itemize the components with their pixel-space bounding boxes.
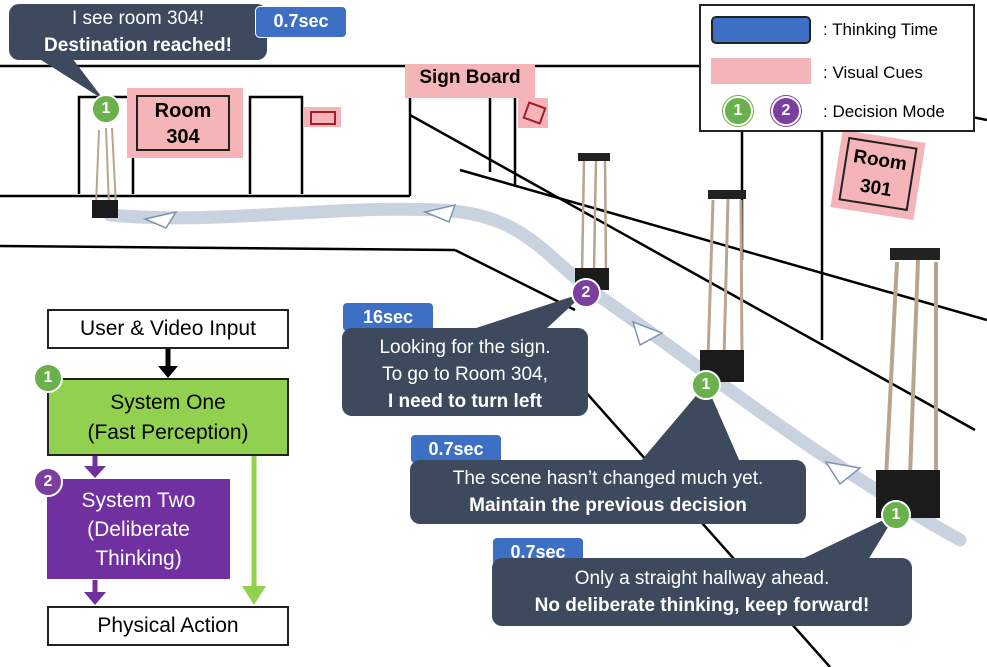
flow-system-one-line2: (Fast Perception) [87, 421, 249, 444]
bubble-turn-left: Looking for the sign. To go to Room 304,… [342, 328, 588, 416]
robot-4 [876, 248, 940, 518]
bubble-destination: I see room 304! Destination reached! [9, 4, 267, 60]
bubble-tails [38, 58, 896, 560]
bubble-maintain-line2: Maintain the previous decision [469, 495, 747, 516]
legend-mode-label: : Decision Mode [823, 102, 945, 121]
bubble-keep-forward: Only a straight hallway ahead. No delibe… [492, 558, 912, 626]
visual-cue-small-sign [518, 98, 548, 128]
robot-path [103, 202, 967, 547]
robot-2 [575, 153, 610, 290]
bubble-destination-line1: I see room 304! [71, 8, 205, 29]
flow-badge-one: 1 [33, 363, 63, 393]
flow-arrows [84, 348, 266, 605]
flow-output-label: Physical Action [97, 614, 239, 637]
flow-input-label: User & Video Input [80, 317, 256, 340]
bubble-maintain: The scene hasn’t changed much yet. Maint… [410, 460, 806, 524]
sign-room-301: Room 301 [838, 136, 918, 212]
bubble-turn-left-line1: Looking for the sign. [379, 337, 551, 358]
flow-badge-two: 2 [33, 467, 63, 497]
legend-thinking-label: : Thinking Time [823, 20, 938, 39]
flow-system-two-box: System Two (Deliberate Thinking) [47, 479, 230, 579]
flow-output-box: Physical Action [47, 606, 289, 646]
small-sign-door [310, 111, 336, 125]
path-arrows [142, 203, 862, 486]
sign-board-label: Sign Board [419, 67, 521, 88]
mode-badge-destination: 1 [91, 94, 121, 124]
legend: : Thinking Time : Visual Cues 1 2 : Deci… [699, 4, 975, 132]
time-badge-destination: 0.7sec [255, 6, 347, 38]
time-badge-maintain: 0.7sec [410, 434, 502, 464]
mode-badge-keep-forward: 1 [881, 500, 911, 530]
legend-cue-swatch [711, 58, 811, 84]
flow-system-two-line3: Thinking) [95, 547, 182, 570]
robot-3 [700, 190, 746, 382]
flow-system-one-line1: System One [110, 391, 226, 414]
flow-system-two-line1: System Two [81, 489, 196, 512]
mode-badge-turn-left: 2 [571, 278, 601, 308]
visual-cue-room304 [127, 88, 243, 158]
bubble-destination-line2: Destination reached! [44, 35, 232, 56]
legend-mode-one-badge: 1 [723, 96, 753, 126]
sign-room-304-line2: 304 [166, 126, 200, 148]
legend-mode-two-badge: 2 [771, 96, 801, 126]
visual-cue-sign-board [405, 64, 535, 98]
bubble-maintain-line1: The scene hasn’t changed much yet. [452, 468, 764, 489]
mode-badge-maintain: 1 [691, 370, 721, 400]
flow-input-box: User & Video Input [47, 309, 289, 349]
flow-system-two-line2: (Deliberate [87, 518, 190, 541]
sign-room-304: Room 304 [136, 95, 230, 151]
bubble-turn-left-line2: To go to Room 304, [382, 364, 548, 385]
legend-thinking-swatch [711, 16, 811, 44]
legend-cue-label: : Visual Cues [823, 63, 923, 82]
bubble-keep-forward-line2: No deliberate thinking, keep forward! [534, 595, 870, 616]
robot-1 [92, 127, 118, 218]
bubble-turn-left-line3: I need to turn left [387, 391, 543, 412]
bubble-keep-forward-line1: Only a straight hallway ahead. [574, 568, 830, 589]
flow-system-one-box: System One (Fast Perception) [47, 378, 289, 456]
sign-room-304-line1: Room [154, 100, 212, 122]
